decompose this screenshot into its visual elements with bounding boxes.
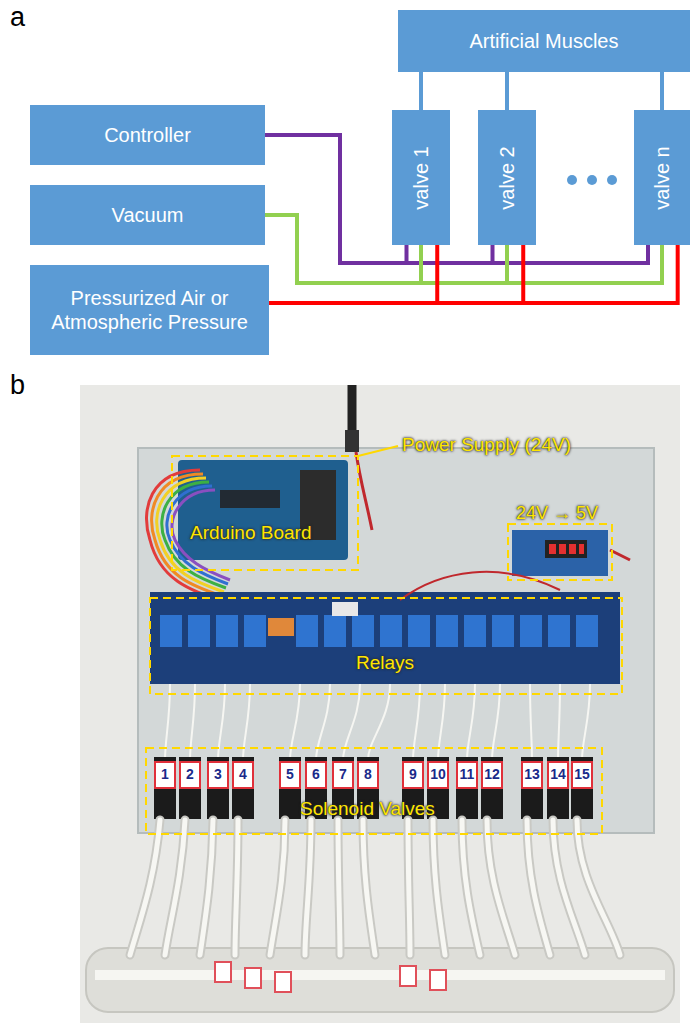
valve-box: valve 1 — [392, 110, 450, 245]
panel-letter: b — [10, 370, 25, 401]
pipe-connector — [269, 245, 523, 303]
callout-number: 7 — [332, 766, 354, 782]
node-label: Vacuum — [104, 203, 192, 227]
source-box: Pressurized Air or Atmospheric Pressure — [30, 265, 269, 355]
callout-number: 4 — [232, 766, 254, 782]
valve-box: valve 2 — [478, 110, 536, 245]
callout-number: 8 — [357, 766, 379, 782]
node-label: valve 2 — [495, 146, 519, 209]
node-label: valve n — [650, 146, 674, 209]
pipe-connector — [265, 135, 493, 263]
annotation: 24V → 5V — [516, 503, 598, 524]
pipe-connector — [660, 72, 664, 110]
callout-number: 14 — [547, 766, 569, 782]
callout-number: 5 — [279, 766, 301, 782]
target-box: Artificial Muscles — [398, 10, 690, 72]
annotation: Solenoid Valves — [300, 798, 435, 820]
callout-number: 9 — [402, 766, 424, 782]
pipe-connector — [269, 245, 678, 303]
callout-number: 13 — [521, 766, 543, 782]
node-label: Pressurized Air or Atmospheric Pressure — [30, 286, 269, 334]
callout-number: 2 — [179, 766, 201, 782]
panel-letter: a — [10, 2, 25, 33]
callout-number: 12 — [481, 766, 503, 782]
annotation: Arduino Board — [190, 522, 311, 544]
callout-number: 3 — [207, 766, 229, 782]
callout-number: 1 — [154, 766, 176, 782]
annotation: Power Supply (24V) — [402, 434, 571, 456]
pipe-connector — [419, 72, 423, 110]
node-label: Controller — [96, 123, 199, 147]
source-box: Vacuum — [30, 185, 265, 245]
callout-number: 11 — [456, 766, 478, 782]
pipe-connector — [269, 245, 437, 303]
source-box: Controller — [30, 105, 265, 165]
callout-number: 10 — [427, 766, 449, 782]
pipe-connector — [265, 215, 662, 283]
annotation: Relays — [356, 652, 414, 674]
node-label: valve 1 — [409, 146, 433, 209]
pipe-connector — [265, 135, 648, 263]
callout-number: 6 — [305, 766, 327, 782]
pipe-connector — [265, 135, 407, 263]
pipe-connector — [505, 72, 509, 110]
valve-box: valve n — [634, 110, 690, 245]
callout-number: 15 — [571, 766, 593, 782]
node-label: Artificial Muscles — [462, 29, 627, 53]
pipe-connector — [265, 215, 507, 283]
